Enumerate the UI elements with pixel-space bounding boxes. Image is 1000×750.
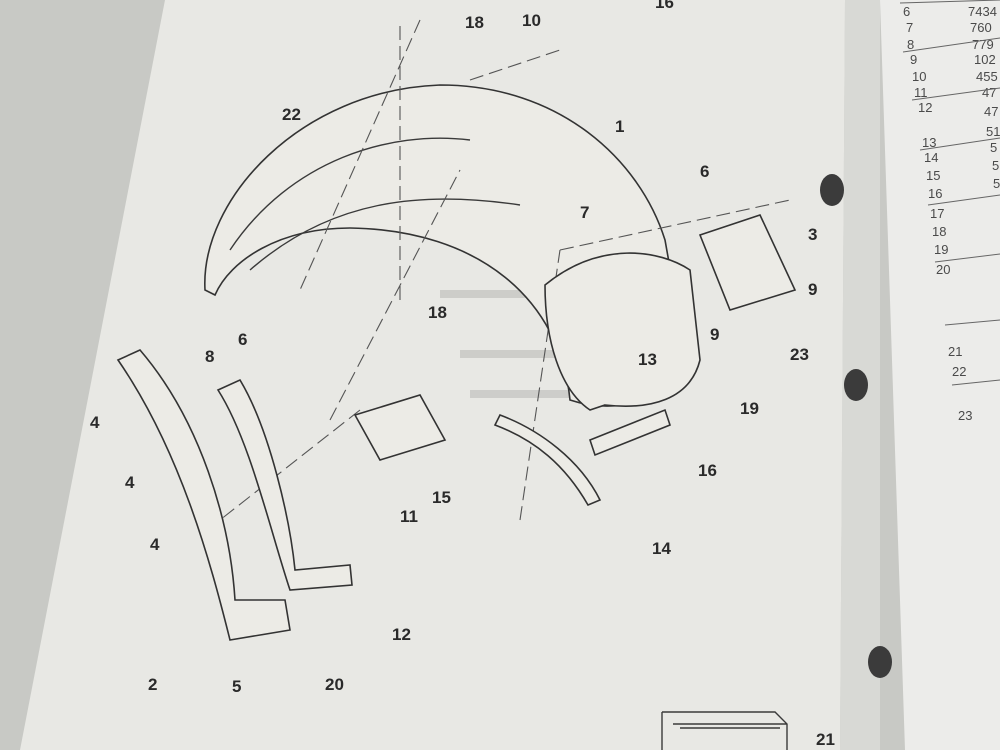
callout-4: 4: [90, 413, 100, 432]
part-number: 455: [976, 69, 998, 84]
item-number: 8: [907, 37, 914, 52]
item-number: 21: [948, 344, 962, 359]
item-number: 20: [936, 262, 950, 277]
callout-10: 10: [522, 11, 541, 30]
punch-hole: [820, 174, 844, 206]
callout-labels: 18 10 16 1 22 7 6 3 9 9 23 18 6 8 13 19 …: [90, 0, 817, 696]
punch-hole: [868, 646, 892, 678]
link-arm: [493, 413, 602, 507]
item-number: 22: [952, 364, 966, 379]
callout-6: 6: [700, 162, 709, 181]
item-number: 23: [958, 408, 972, 423]
next-part-drawing: [661, 711, 788, 750]
item-number: 12: [918, 100, 932, 115]
punch-hole: [844, 369, 868, 401]
callout-5: 5: [232, 677, 241, 696]
part-number: 5: [992, 158, 999, 173]
part-number: 47: [982, 85, 996, 100]
callout-18: 18: [465, 13, 484, 32]
callout-9: 9: [808, 280, 817, 299]
part-number: 7434: [968, 4, 997, 19]
callout-4: 4: [125, 473, 135, 492]
callout-22: 22: [282, 105, 301, 124]
callout-23: 23: [790, 345, 809, 364]
part-number: 5: [993, 176, 1000, 191]
callout-7: 7: [580, 203, 589, 222]
part-number: 779: [972, 37, 994, 52]
mounting-plate: [698, 214, 797, 311]
callout-20: 20: [325, 675, 344, 694]
callout-16: 16: [655, 0, 674, 12]
callout-6: 6: [238, 330, 247, 349]
item-number: 15: [926, 168, 940, 183]
part-number: 51: [986, 124, 1000, 139]
callout-21: 21: [816, 730, 835, 749]
table-dividers: [899, 0, 1000, 386]
callout-12: 12: [392, 625, 411, 644]
callout-3: 3: [808, 225, 817, 244]
right-page: [880, 0, 1000, 750]
spacer: [589, 408, 671, 457]
item-number: 11: [914, 85, 928, 100]
item-number: 10: [912, 69, 926, 84]
callout-9: 9: [710, 325, 719, 344]
part-number: 102: [974, 52, 996, 67]
item-number: 7: [906, 20, 913, 35]
part-number: 5: [990, 140, 997, 155]
callout-16: 16: [698, 461, 717, 480]
callout-4: 4: [150, 535, 160, 554]
parts-table: 6 7 8 9 10 11 12 13 14 15 16 17 18 19 20…: [899, 0, 1000, 423]
callout-11: 11: [400, 507, 418, 526]
callout-8: 8: [205, 347, 214, 366]
item-number: 18: [932, 224, 946, 239]
item-number: 14: [924, 150, 938, 165]
callout-1: 1: [615, 117, 624, 136]
item-number: 9: [910, 52, 917, 67]
item-number: 19: [934, 242, 948, 257]
fender-support: [216, 378, 353, 591]
callout-15: 15: [432, 488, 451, 507]
part-number: 760: [970, 20, 992, 35]
license-bracket: [544, 252, 701, 411]
item-number: 6: [903, 4, 910, 19]
callout-14: 14: [652, 539, 671, 558]
item-number: 16: [928, 186, 942, 201]
callout-19: 19: [740, 399, 759, 418]
bracket-plate: [353, 394, 447, 461]
item-number: 17: [930, 206, 944, 221]
callout-2: 2: [148, 675, 157, 694]
fender-strut: [116, 349, 291, 641]
callout-13: 13: [638, 350, 657, 369]
callout-18: 18: [428, 303, 447, 322]
item-number: 13: [922, 135, 936, 150]
part-number: 47: [984, 104, 998, 119]
